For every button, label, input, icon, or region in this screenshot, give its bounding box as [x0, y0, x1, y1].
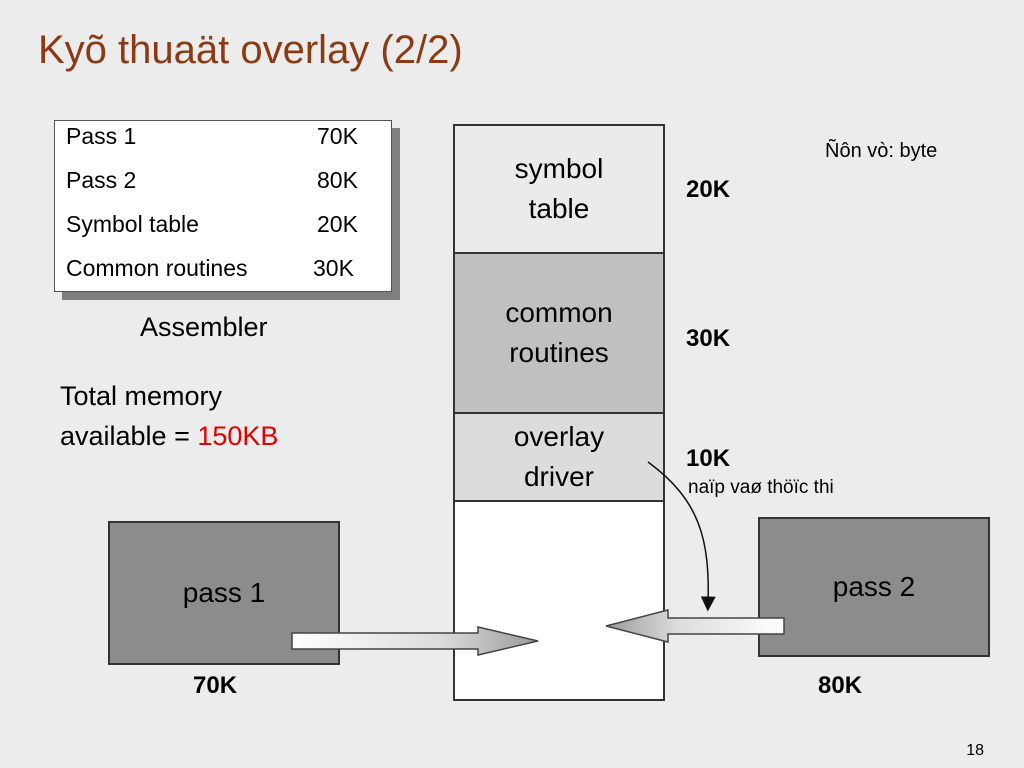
segment-size-symbol: 20K — [686, 176, 731, 203]
load-note: naïp vaø thöïc thi — [688, 477, 834, 498]
row-name: Pass 1 — [66, 123, 137, 149]
arrow-pass1-to-memory — [291, 626, 539, 656]
segment-size-overlay: 10K — [686, 445, 731, 472]
segment-symbol-table: symbol table — [455, 126, 663, 254]
row-size: 30K — [313, 255, 354, 281]
total-memory-text: Total memory available = 150KB — [60, 376, 278, 456]
pass2-size: 80K — [818, 672, 863, 699]
segment-label-line1: symbol — [514, 153, 604, 184]
total-memory-value: 150KB — [197, 421, 279, 451]
row-size: 20K — [317, 211, 358, 237]
total-memory-prefix: available = — [60, 421, 198, 451]
segment-label-line2: routines — [509, 337, 609, 368]
slide-title: Kyõ thuaät overlay (2/2) — [38, 28, 463, 72]
table-row: Symbol table 20K — [66, 211, 358, 238]
arrow-pass2-to-memory — [605, 609, 785, 643]
table-row: Pass 2 80K — [66, 167, 358, 194]
pass2-label: pass 2 — [832, 571, 916, 602]
pass1-label: pass 1 — [182, 577, 266, 608]
segment-label-line2: driver — [523, 461, 594, 492]
row-name: Common routines — [66, 255, 248, 281]
assembler-caption: Assembler — [140, 312, 268, 342]
total-memory-line1: Total memory — [60, 381, 223, 411]
segment-label-line1: overlay — [513, 421, 605, 452]
row-name: Symbol table — [66, 211, 199, 237]
segment-size-common: 30K — [686, 325, 731, 352]
pass1-size: 70K — [193, 672, 238, 699]
row-name: Pass 2 — [66, 167, 137, 193]
memory-layout: symbol table common routines overlay driver — [453, 124, 665, 701]
pass2-box: pass 2 — [758, 517, 990, 657]
table-row: Common routines 30K — [66, 255, 354, 282]
segment-overlay-driver: overlay driver — [455, 414, 663, 502]
segment-common-routines: common routines — [455, 254, 663, 414]
table-row: Pass 1 70K — [66, 123, 358, 150]
page-number: 18 — [966, 742, 984, 759]
row-size: 70K — [317, 123, 358, 149]
row-size: 80K — [317, 167, 358, 193]
unit-note: Ñôn vò: byte — [825, 140, 938, 162]
assembler-table: Pass 1 70K Pass 2 80K Symbol table 20K C… — [54, 120, 392, 292]
segment-label-line2: table — [528, 193, 590, 224]
segment-label-line1: common — [505, 297, 613, 328]
load-curve-arrow — [647, 461, 716, 612]
